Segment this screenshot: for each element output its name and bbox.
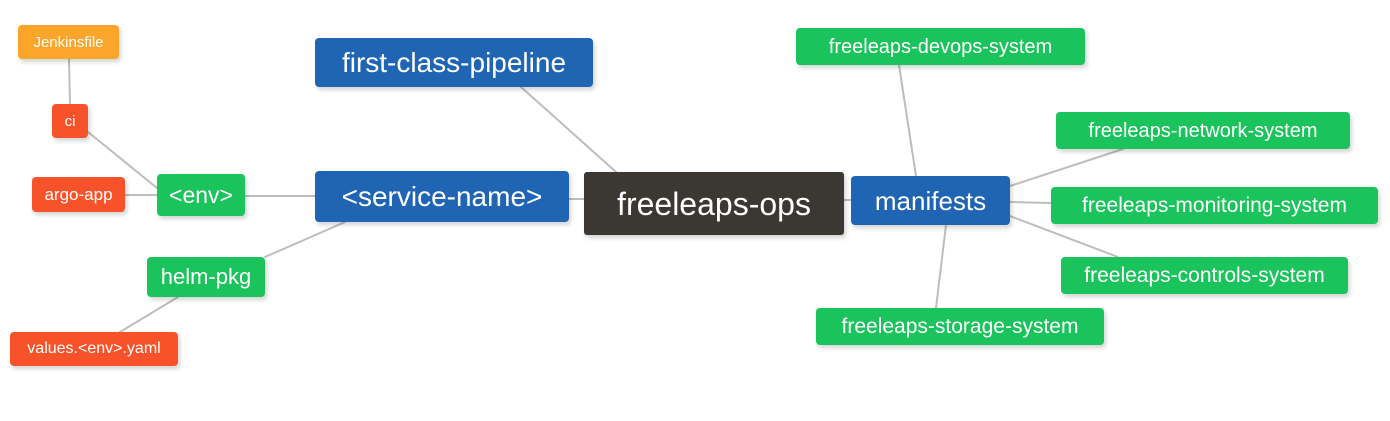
node-label-first-class-pipeline: first-class-pipeline xyxy=(341,46,567,78)
node-manifests[interactable]: manifests xyxy=(851,176,1010,225)
node-label-freeleaps-ops: freeleaps-ops xyxy=(617,185,811,222)
node-monitoring-system[interactable]: freeleaps-monitoring-system xyxy=(1051,187,1378,224)
node-jenkinsfile[interactable]: Jenkinsfile xyxy=(18,25,119,59)
node-controls-system[interactable]: freeleaps-controls-system xyxy=(1061,257,1348,294)
node-label-manifests: manifests xyxy=(874,185,987,216)
edge-first-class-pipeline-to-freeleaps-ops xyxy=(520,86,617,173)
node-label-storage-system: freeleaps-storage-system xyxy=(841,315,1079,338)
node-devops-system[interactable]: freeleaps-devops-system xyxy=(796,28,1085,65)
edge-manifests-to-storage-system xyxy=(935,224,947,309)
node-label-values-yaml: values.<env>.yaml xyxy=(27,340,161,357)
edge-manifests-to-devops-system xyxy=(898,64,917,177)
node-label-controls-system: freeleaps-controls-system xyxy=(1084,264,1325,287)
node-label-argo-app: argo-app xyxy=(44,185,113,204)
node-values-yaml[interactable]: values.<env>.yaml xyxy=(10,332,178,366)
node-label-service-name: <service-name> xyxy=(341,180,543,212)
node-label-ci: ci xyxy=(64,112,76,130)
edge-values-yaml-to-helm-pkg xyxy=(119,296,179,333)
node-label-devops-system: freeleaps-devops-system xyxy=(828,35,1053,58)
edge-manifests-to-monitoring-system xyxy=(1009,201,1052,204)
edge-manifests-to-network-system xyxy=(1009,148,1124,187)
node-helm-pkg[interactable]: helm-pkg xyxy=(147,257,265,297)
node-freeleaps-ops[interactable]: freeleaps-ops xyxy=(584,172,844,235)
node-service-name[interactable]: <service-name> xyxy=(315,171,569,222)
node-network-system[interactable]: freeleaps-network-system xyxy=(1056,112,1350,149)
node-label-network-system: freeleaps-network-system xyxy=(1088,119,1318,142)
edge-helm-pkg-to-service-name xyxy=(264,221,346,258)
node-first-class-pipeline[interactable]: first-class-pipeline xyxy=(315,38,593,87)
node-ci[interactable]: ci xyxy=(52,104,88,138)
node-storage-system[interactable]: freeleaps-storage-system xyxy=(816,308,1104,345)
node-label-jenkinsfile: Jenkinsfile xyxy=(33,33,104,51)
node-env[interactable]: <env> xyxy=(157,174,245,216)
node-label-env: <env> xyxy=(169,181,233,208)
edge-jenkinsfile-to-ci xyxy=(68,58,71,105)
node-argo-app[interactable]: argo-app xyxy=(32,177,125,212)
node-label-helm-pkg: helm-pkg xyxy=(160,264,252,289)
node-label-monitoring-system: freeleaps-monitoring-system xyxy=(1082,194,1347,217)
